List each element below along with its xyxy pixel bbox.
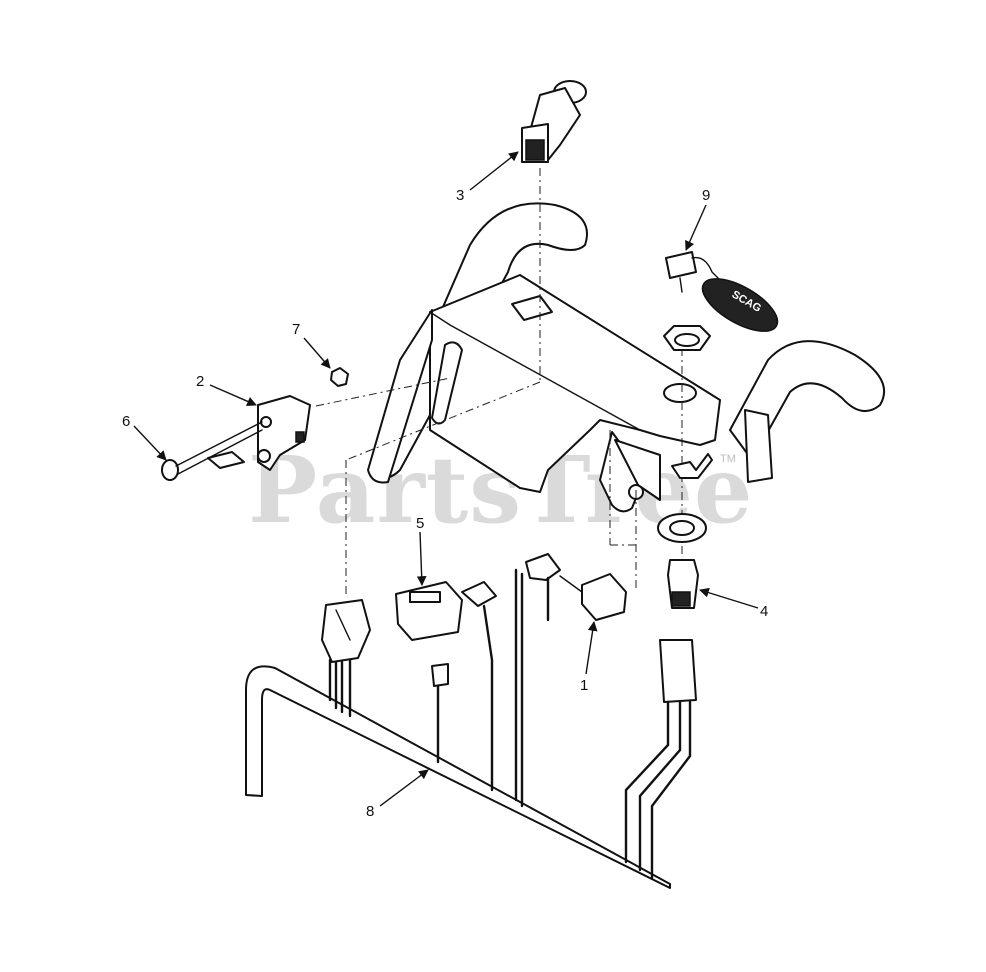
leader-5 <box>416 531 427 586</box>
callout-6: 6 <box>122 413 130 430</box>
callout-3: 3 <box>456 187 464 204</box>
callout-labels: 3 9 7 2 6 5 4 1 8 <box>122 187 768 820</box>
watermark-trademark: TM <box>720 453 736 465</box>
ignition-key: SCAG <box>665 251 779 332</box>
wiring-harness <box>245 568 692 889</box>
callout-8: 8 <box>366 803 374 820</box>
leader-1 <box>585 621 598 675</box>
callout-1: 1 <box>580 677 588 694</box>
leader-lines <box>133 151 759 807</box>
callout-4: 4 <box>760 603 768 620</box>
carriage-bolt <box>161 421 263 481</box>
callout-7: 7 <box>292 321 300 338</box>
leader-7 <box>303 337 331 369</box>
leader-4 <box>699 587 759 609</box>
ignition-switch <box>657 453 713 609</box>
multi-pin-connector <box>321 599 371 663</box>
leader-2 <box>209 384 257 406</box>
small-connector <box>461 581 697 703</box>
callout-2: 2 <box>196 373 204 390</box>
safety-switch <box>525 553 627 621</box>
ignition-nut <box>663 325 711 351</box>
switch-bracket <box>207 395 311 471</box>
leader-9 <box>685 204 707 251</box>
leader-3 <box>469 151 519 191</box>
hour-meter <box>395 581 463 687</box>
callout-5: 5 <box>416 515 424 532</box>
leader-6 <box>133 425 167 461</box>
callout-9: 9 <box>702 187 710 204</box>
plug-connector <box>521 80 587 163</box>
control-panel <box>367 274 721 513</box>
handle-bar <box>371 202 885 483</box>
hex-nut <box>330 367 349 387</box>
leader-8 <box>379 769 429 807</box>
